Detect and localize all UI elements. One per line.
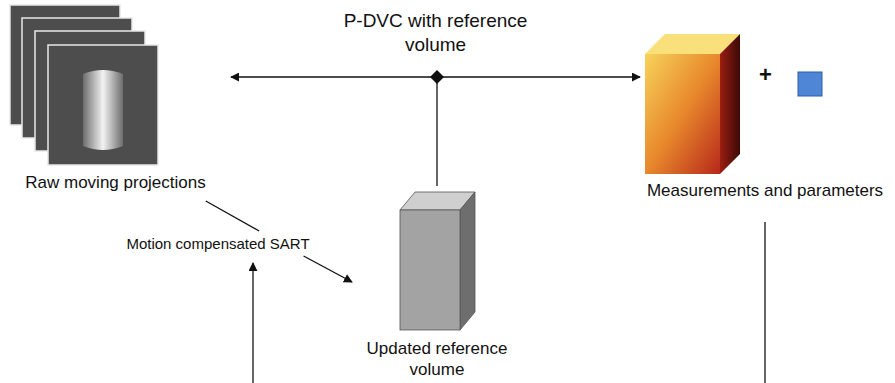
connector-arrow	[231, 76, 640, 77]
edge-label: Motion compensated SART	[124, 234, 311, 253]
node-label: Measurements and parameters	[640, 180, 890, 201]
projection-stack	[8, 4, 223, 172]
projection-node: Raw moving projections	[8, 4, 223, 195]
measurement-node: Measurements and parameters	[640, 32, 890, 203]
reference-volume	[352, 186, 522, 336]
volume-node: Updated reference volume	[352, 186, 522, 382]
node-label: Updated reference volume	[362, 338, 512, 380]
measurement-volume	[640, 32, 890, 182]
feedback-line	[764, 222, 765, 383]
edge-label: P-DVC with reference volume	[339, 9, 533, 57]
plus-sign: +	[759, 62, 772, 88]
feedback-arrow	[252, 263, 253, 383]
junction-line	[436, 80, 437, 186]
node-label: Raw moving projections	[8, 172, 223, 193]
